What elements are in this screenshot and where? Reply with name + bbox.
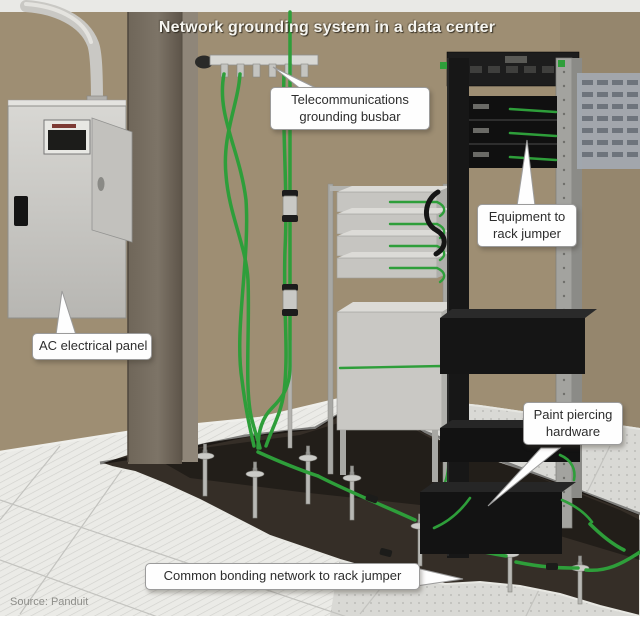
- callout-equipment-to-rack-jumper: Equipment to rack jumper: [477, 204, 577, 248]
- source-credit: Source: Panduit: [10, 596, 89, 608]
- wall-floor-edge: [0, 391, 366, 454]
- riser-cable: [256, 10, 292, 450]
- floor-pedestal: [342, 465, 362, 521]
- paint-piercing-pointer: [487, 447, 562, 507]
- callout-telecom-grounding-busbar: Telecommunications grounding busbar: [270, 87, 430, 131]
- floor-pedestal: [298, 445, 318, 505]
- rail-holes: [562, 70, 566, 508]
- cable-runway-panel: [577, 73, 640, 169]
- server-cabinet: [336, 302, 458, 431]
- bottom-margin: [0, 616, 640, 628]
- cbn-jumper-pointer: [415, 567, 464, 587]
- callout-ac-electrical-panel: AC electrical panel: [32, 333, 152, 360]
- ac-panel-pointer: [55, 290, 77, 336]
- callout-common-bonding-network: Common bonding network to rack jumper: [145, 563, 420, 590]
- grounding-cables: [220, 10, 292, 450]
- server-stack: [327, 183, 458, 508]
- equipment-rack: [420, 51, 597, 558]
- compression-connector: [282, 190, 298, 222]
- rack-shelf-upper: [440, 309, 597, 374]
- conduit: [20, 0, 103, 110]
- floor-pedestal: [195, 443, 215, 497]
- illustration-title: Network grounding system in a data cente…: [158, 19, 496, 36]
- cable-connectors: [282, 190, 298, 316]
- callout-paint-piercing-hardware: Paint piercing hardware: [523, 402, 623, 446]
- hanging-cable-loop: [424, 189, 447, 257]
- rack-rail-back: [572, 58, 582, 498]
- floor-pedestal: [245, 461, 265, 519]
- panel-main-breaker: [14, 196, 28, 226]
- rack-ground-lug: [558, 60, 565, 67]
- equipment-to-rack-jumpers: [432, 107, 594, 530]
- panel-door: [91, 117, 133, 243]
- ac-electrical-panel: [7, 0, 133, 319]
- compression-connector: [282, 284, 298, 316]
- busbar-cable: [223, 72, 262, 450]
- building-column: [127, 12, 198, 464]
- rack-ground-lug: [440, 62, 447, 69]
- equipment-jumper-pointer: [516, 139, 536, 207]
- panel-door-handle: [97, 177, 105, 191]
